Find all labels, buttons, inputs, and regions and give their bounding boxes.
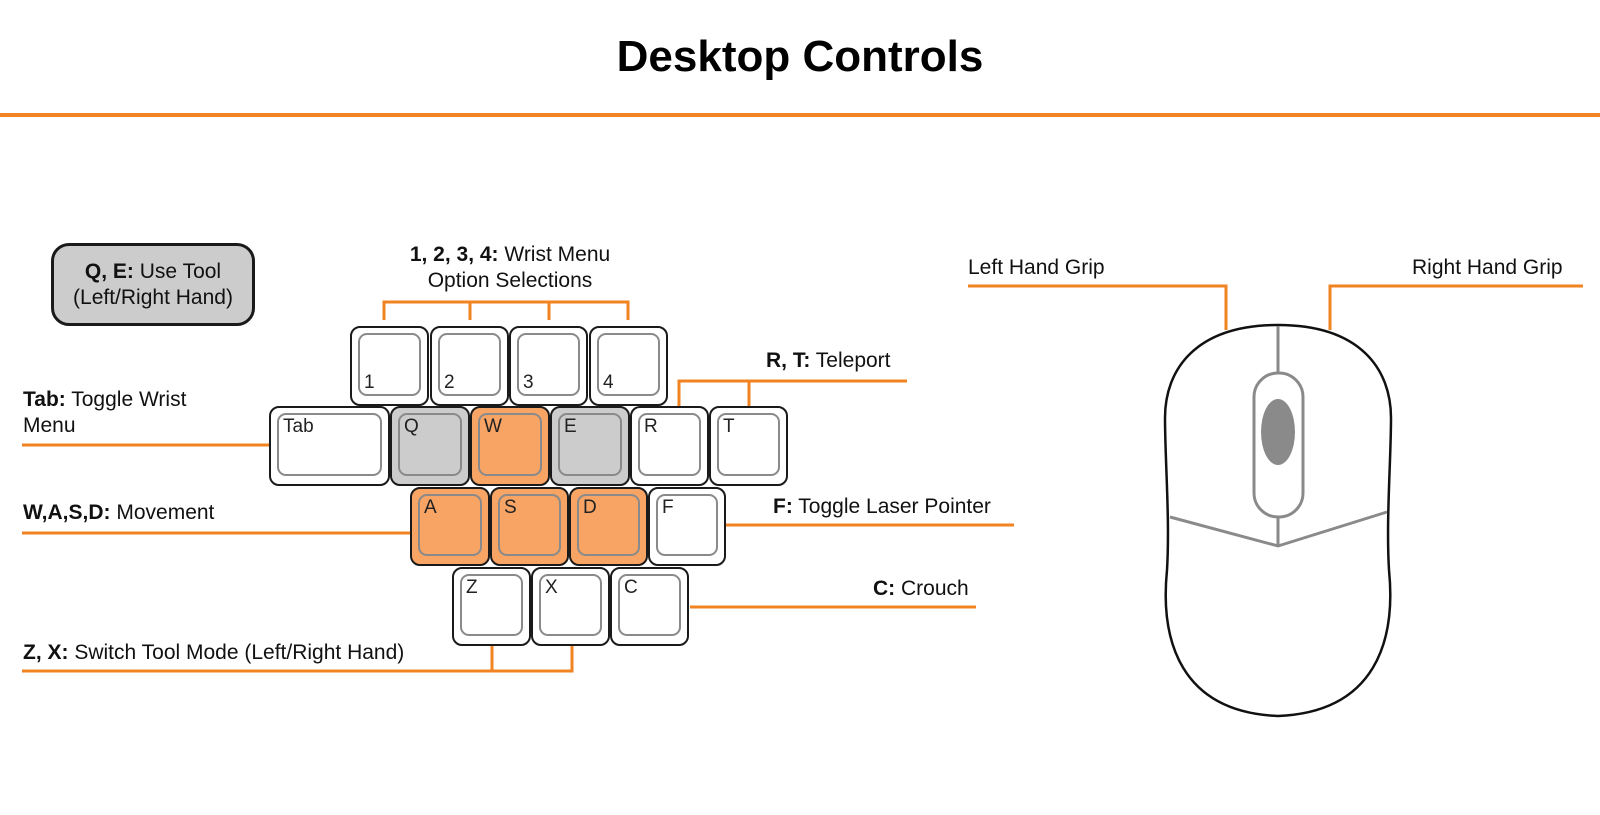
f-key-label: F:: [773, 495, 793, 518]
f-label: F: Toggle Laser Pointer: [773, 494, 991, 520]
key-4[interactable]: 4: [589, 326, 668, 406]
wasd-label: W,A,S,D: Movement: [23, 500, 214, 526]
rt-bracket: [677, 379, 907, 407]
key-1[interactable]: 1: [350, 326, 429, 406]
key-r-label: R: [644, 416, 658, 437]
mouse-button-divider: [1169, 510, 1388, 548]
key-q-label: Q: [404, 416, 419, 437]
wasd-key-label: W,A,S,D:: [23, 501, 111, 524]
key-r[interactable]: R: [630, 406, 709, 486]
rt-label: R, T: Teleport: [766, 348, 891, 374]
key-s[interactable]: S: [490, 487, 569, 566]
left-grip-label: Left Hand Grip: [968, 256, 1105, 279]
rt-description: Teleport: [815, 349, 891, 372]
qe-description-2: (Left/Right Hand): [73, 286, 233, 309]
key-w-label: W: [484, 416, 502, 437]
numbers-description-2: Option Selections: [427, 269, 593, 292]
page-title: Desktop Controls: [616, 32, 984, 81]
key-a-label: A: [424, 497, 437, 518]
key-t-label: T: [723, 416, 735, 437]
key-c[interactable]: C: [610, 567, 689, 646]
key-1-label: 1: [364, 372, 375, 393]
right-grip-label: Right Hand Grip: [1412, 256, 1563, 279]
zx-description: Switch Tool Mode (Left/Right Hand): [74, 641, 405, 664]
tab-key-label: Tab:: [23, 388, 66, 411]
key-e[interactable]: E: [550, 406, 630, 486]
key-z-label: Z: [466, 577, 478, 598]
rt-key-label: R, T:: [766, 349, 811, 372]
c-description: Crouch: [901, 577, 969, 600]
key-w[interactable]: W: [470, 406, 550, 486]
key-tab[interactable]: Tab: [269, 406, 390, 486]
qe-key-label: Q, E:: [84, 260, 134, 283]
key-d-label: D: [583, 497, 597, 518]
key-c-label: C: [624, 577, 638, 598]
numbers-label: 1, 2, 3, 4: Wrist Menu Option Selections: [395, 242, 625, 294]
left-grip-leader: [968, 284, 1228, 330]
key-f[interactable]: F: [648, 487, 726, 566]
key-q[interactable]: Q: [390, 406, 470, 486]
key-x[interactable]: X: [531, 567, 610, 646]
tab-label: Tab: Toggle Wrist Menu: [23, 387, 186, 439]
key-x-label: X: [545, 577, 558, 598]
zx-label: Z, X: Switch Tool Mode (Left/Right Hand): [23, 640, 404, 666]
numbers-description: Wrist Menu: [504, 243, 611, 266]
c-label: C: Crouch: [873, 576, 969, 602]
zx-bracket: [22, 646, 574, 673]
qe-description: Use Tool: [139, 260, 222, 283]
zx-key-label: Z, X:: [23, 641, 69, 664]
qe-use-tool-note: Q, E: Use Tool (Left/Right Hand): [51, 243, 255, 326]
key-f-label: F: [662, 497, 674, 518]
key-2[interactable]: 2: [430, 326, 509, 406]
title-divider: [0, 113, 1600, 117]
numbers-bracket: [382, 300, 630, 320]
key-tab-label: Tab: [283, 416, 314, 437]
key-2-label: 2: [444, 372, 455, 393]
key-e-label: E: [564, 416, 577, 437]
key-z[interactable]: Z: [452, 567, 531, 646]
key-t[interactable]: T: [709, 406, 788, 486]
key-3[interactable]: 3: [509, 326, 588, 406]
tab-description-2: Menu: [23, 414, 76, 437]
key-s-label: S: [504, 497, 517, 518]
wasd-description: Movement: [116, 501, 215, 524]
c-key-label: C:: [873, 577, 896, 600]
key-a[interactable]: A: [410, 487, 490, 566]
f-description: Toggle Laser Pointer: [798, 495, 991, 518]
tab-description: Toggle Wrist: [71, 388, 187, 411]
numbers-key-label: 1, 2, 3, 4:: [409, 243, 499, 266]
right-grip-leader: [1328, 284, 1583, 330]
key-d[interactable]: D: [569, 487, 648, 566]
key-3-label: 3: [523, 372, 534, 393]
key-4-label: 4: [603, 372, 614, 393]
mouse-scroll-wheel: [1261, 399, 1295, 465]
mouse-graphic: [1163, 323, 1393, 718]
